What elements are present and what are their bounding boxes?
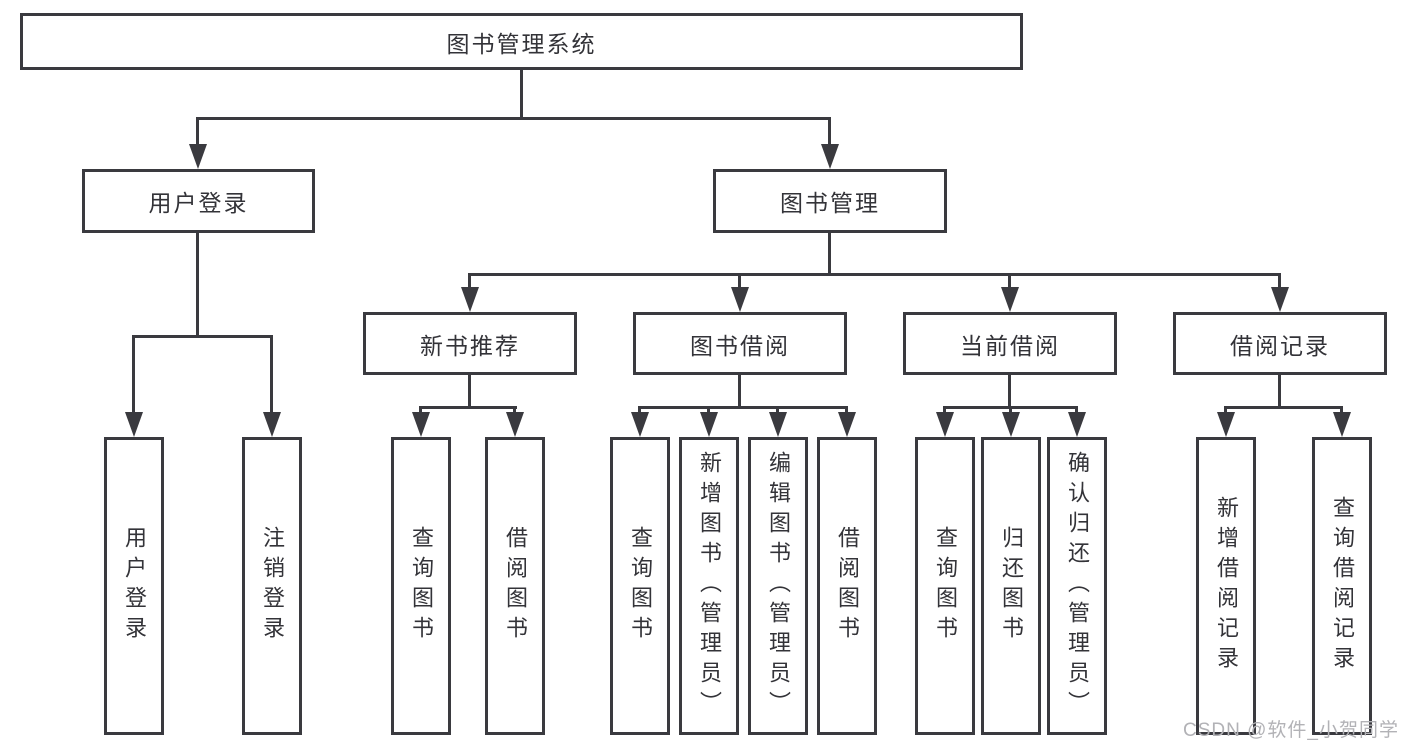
arrowhead-down-icon — [1001, 287, 1019, 312]
node-current-borrow: 当前借阅 — [903, 312, 1117, 375]
arrowhead-down-icon — [1271, 287, 1289, 312]
node-new-book-recommend: 新书推荐 — [363, 312, 577, 375]
connector-line — [1278, 276, 1281, 290]
connector-line — [1075, 406, 1078, 415]
connector-line — [738, 276, 741, 290]
node-add-borrow-record: 新增借阅记录 — [1196, 437, 1256, 735]
connector-line — [270, 338, 273, 415]
node-edit-book-admin: 编辑图书（管理员） — [748, 437, 808, 735]
node-query-book-borrow: 查询图书 — [610, 437, 670, 735]
arrowhead-down-icon — [189, 144, 207, 169]
connector-line — [828, 120, 831, 146]
arrowhead-down-icon — [936, 412, 954, 437]
node-logout-action: 注销登录 — [242, 437, 302, 735]
connector-line — [638, 406, 847, 409]
connector-line — [1340, 406, 1343, 415]
arrowhead-down-icon — [838, 412, 856, 437]
connector-line — [943, 406, 946, 415]
arrowhead-down-icon — [412, 412, 430, 437]
connector-line — [1224, 406, 1343, 409]
node-query-book-current: 查询图书 — [915, 437, 975, 735]
connector-line — [638, 406, 641, 415]
connector-line — [707, 406, 710, 415]
node-return-book: 归还图书 — [981, 437, 1041, 735]
arrowhead-down-icon — [263, 412, 281, 437]
connector-line — [419, 406, 517, 409]
connector-line — [845, 406, 848, 415]
connector-line — [196, 120, 199, 146]
connector-line — [419, 406, 422, 415]
arrowhead-down-icon — [1333, 412, 1351, 437]
arrowhead-down-icon — [506, 412, 524, 437]
connector-line — [468, 273, 1281, 276]
node-query-book-recommend: 查询图书 — [391, 437, 451, 735]
arrowhead-down-icon — [461, 287, 479, 312]
connector-line — [1224, 406, 1227, 415]
node-system: 图书管理系统 — [20, 13, 1023, 70]
arrowhead-down-icon — [1002, 412, 1020, 437]
connector-line — [776, 406, 779, 415]
node-borrow-record: 借阅记录 — [1173, 312, 1387, 375]
connector-line — [738, 375, 741, 409]
connector-line — [520, 70, 523, 120]
connector-line — [1278, 375, 1281, 409]
arrowhead-down-icon — [1068, 412, 1086, 437]
connector-line — [132, 335, 273, 338]
connector-line — [1008, 375, 1011, 409]
arrowhead-down-icon — [631, 412, 649, 437]
node-book-borrow: 图书借阅 — [633, 312, 847, 375]
node-book-management: 图书管理 — [713, 169, 947, 233]
connector-line — [468, 276, 471, 290]
node-borrow-book: 借阅图书 — [817, 437, 877, 735]
node-user-login: 用户登录 — [82, 169, 315, 233]
node-borrow-book-recommend: 借阅图书 — [485, 437, 545, 735]
node-login-action: 用户登录 — [104, 437, 164, 735]
arrowhead-down-icon — [731, 287, 749, 312]
arrowhead-down-icon — [821, 144, 839, 169]
watermark: CSDN @软件_小贺同学 — [1183, 720, 1399, 741]
node-query-borrow-record: 查询借阅记录 — [1312, 437, 1372, 735]
connector-line — [196, 233, 199, 338]
connector-line — [513, 406, 516, 415]
connector-line — [1008, 276, 1011, 290]
connector-line — [828, 233, 831, 276]
node-add-book-admin: 新增图书（管理员） — [679, 437, 739, 735]
arrowhead-down-icon — [1217, 412, 1235, 437]
arrowhead-down-icon — [125, 412, 143, 437]
connector-line — [132, 338, 135, 415]
arrowhead-down-icon — [769, 412, 787, 437]
node-confirm-return-admin: 确认归还（管理员） — [1047, 437, 1107, 735]
connector-line — [1009, 406, 1012, 415]
connector-line — [468, 375, 471, 409]
connector-line — [196, 117, 831, 120]
arrowhead-down-icon — [700, 412, 718, 437]
